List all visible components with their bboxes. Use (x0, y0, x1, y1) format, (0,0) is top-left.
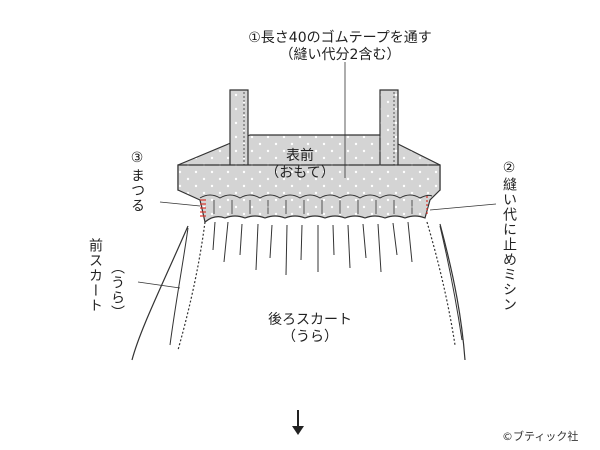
step2-label: ②縫い代に止めミシン (501, 160, 517, 312)
copyright-text: ©ブティック社 (502, 430, 579, 443)
front-bodice-panel (177, 164, 441, 224)
front-outside-label: 表前 （おもて） (255, 148, 345, 182)
front-skirt-left-edge-outer (169, 227, 189, 346)
band-gathers (213, 200, 413, 214)
gather-folds (212, 221, 413, 276)
front-skirt-right-edge (426, 221, 456, 346)
step1-line2: （縫い代分2含む） (279, 47, 401, 63)
front-skirt-left-edge (177, 221, 206, 351)
front-skirt-line1: 前スカート (87, 238, 103, 313)
front-skirt-label: 前スカート (86, 238, 103, 358)
red-stitch-left (200, 199, 206, 217)
leader-lines (137, 62, 497, 289)
back-skirt-line2: （うら） (282, 329, 338, 345)
front-skirt-right-edge-outer (439, 225, 463, 341)
back-skirt-line1: 後ろスカート (268, 312, 352, 328)
step3-text: まつる (129, 168, 145, 213)
back-skirt-panel (131, 223, 466, 361)
step1-label: ①長さ40のゴムテープを通す （縫い代分2含む） (205, 30, 475, 64)
step3-label: ③ (112, 150, 162, 167)
front-skirt-sub-label: （うら） (108, 260, 125, 350)
elastic-casing-line (199, 194, 433, 199)
step3-number: ③ (130, 150, 144, 166)
step1-line1: ①長さ40のゴムテープを通す (248, 30, 432, 46)
down-arrow-icon (292, 410, 304, 435)
front-outside-line1: 表前 (286, 148, 314, 164)
front-skirt-line2: （うら） (109, 260, 125, 320)
front-outside-line2: （おもて） (265, 165, 335, 181)
back-skirt-label: 後ろスカート （うら） (255, 312, 365, 346)
